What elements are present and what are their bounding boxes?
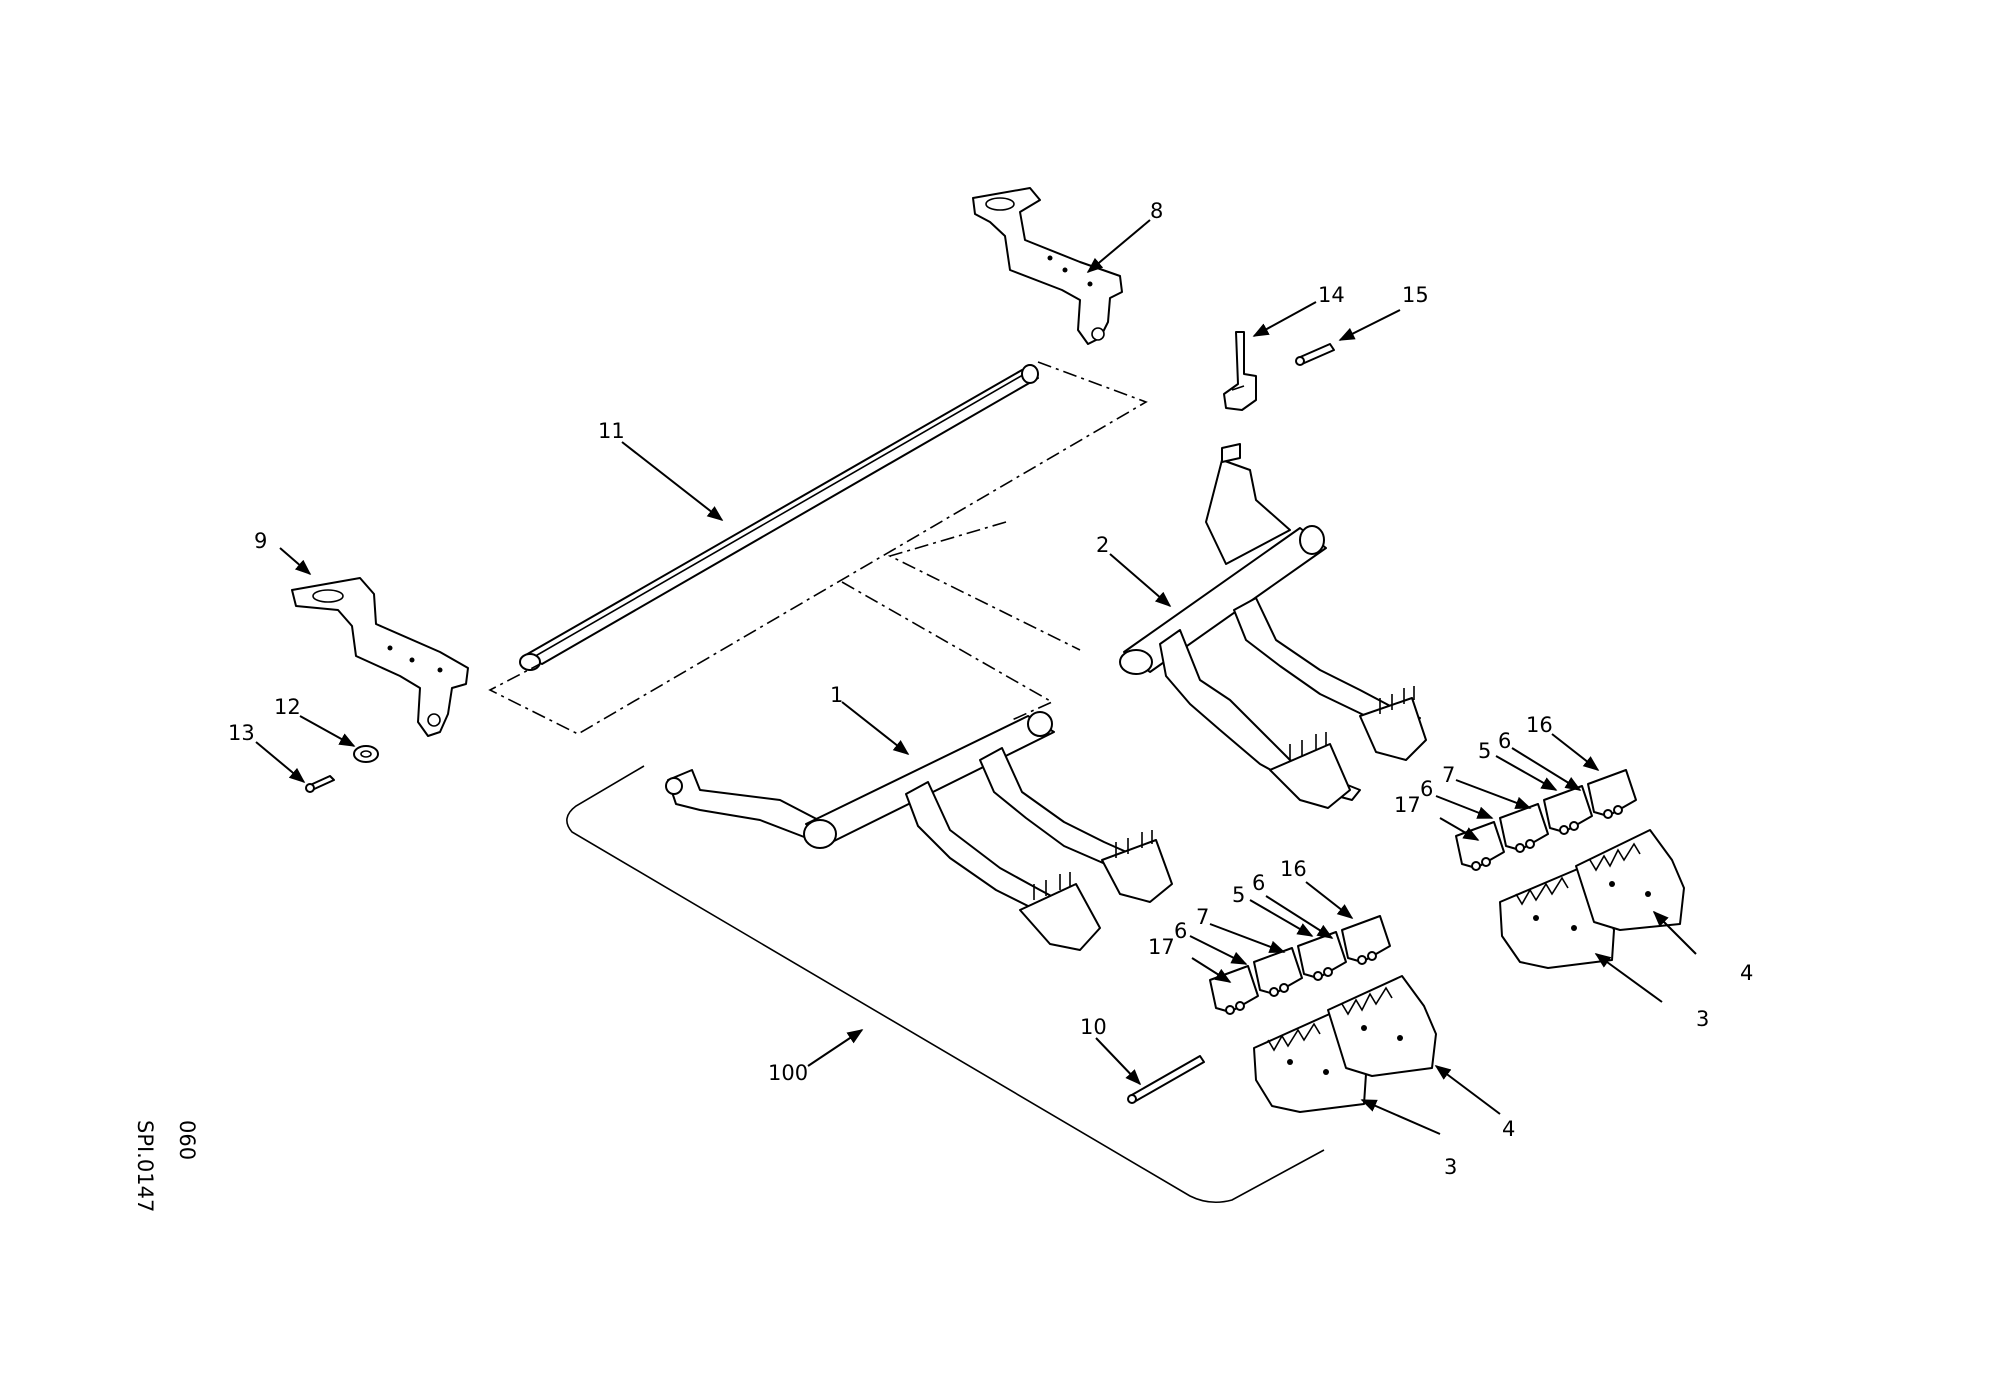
assembly-100-outline xyxy=(566,765,1325,1204)
callout-100: 100 xyxy=(768,1061,808,1085)
drawing-code-line-2: 060 xyxy=(175,1120,199,1160)
drawing-code: SPI.0147 060 xyxy=(133,1120,199,1212)
callout-labels: 8 9 11 14 15 2 1 12 13 100 10 4 3 4 3 17… xyxy=(228,199,1753,1179)
callout-16-left: 16 xyxy=(1280,857,1307,881)
callout-14: 14 xyxy=(1318,283,1345,307)
callout-3-right: 3 xyxy=(1696,1007,1709,1031)
dashdot-line-frame-1 xyxy=(841,581,1054,721)
callout-9: 9 xyxy=(254,529,267,553)
callout-15: 15 xyxy=(1402,283,1429,307)
knife-4-left xyxy=(1327,975,1437,1077)
drawing-code-line-1: SPI.0147 xyxy=(133,1120,157,1212)
bracket-8 xyxy=(972,187,1123,345)
callout-6-left-a: 6 xyxy=(1174,919,1187,943)
bolt-13 xyxy=(305,775,335,793)
knife-4-right xyxy=(1575,829,1685,931)
pin-15 xyxy=(1295,343,1335,366)
callout-2: 2 xyxy=(1096,533,1109,557)
callout-11: 11 xyxy=(598,419,625,443)
callout-4-right: 4 xyxy=(1740,961,1753,985)
callout-17-right: 17 xyxy=(1394,793,1421,817)
bracket-14 xyxy=(1223,331,1257,411)
callout-13: 13 xyxy=(228,721,255,745)
callout-8: 8 xyxy=(1150,199,1163,223)
pin-10 xyxy=(1127,1055,1205,1104)
callout-17-left: 17 xyxy=(1148,935,1175,959)
frame-1 xyxy=(665,711,1173,951)
callout-6-left-b: 6 xyxy=(1252,871,1265,895)
frame-2 xyxy=(1119,443,1427,809)
washer-12 xyxy=(353,745,379,763)
callout-6-right-b: 6 xyxy=(1498,729,1511,753)
callout-5-right: 5 xyxy=(1478,739,1491,763)
callout-3-left: 3 xyxy=(1444,1155,1457,1179)
callout-12: 12 xyxy=(274,695,301,719)
callout-10: 10 xyxy=(1080,1015,1107,1039)
callout-5-left: 5 xyxy=(1232,883,1245,907)
clamp-group-right xyxy=(1455,769,1637,871)
bracket-9 xyxy=(291,577,469,737)
dashdot-line-shaft xyxy=(488,361,1148,735)
dashdot-line-frame-2 xyxy=(887,521,1081,651)
callout-7-left: 7 xyxy=(1196,905,1209,929)
callout-6-right-a: 6 xyxy=(1420,777,1433,801)
callout-1: 1 xyxy=(830,683,843,707)
callout-4-left: 4 xyxy=(1502,1117,1515,1141)
shaft-11 xyxy=(519,364,1039,671)
callout-7-right: 7 xyxy=(1442,763,1455,787)
callout-16-right: 16 xyxy=(1526,713,1553,737)
leader-lines xyxy=(255,219,1697,1135)
